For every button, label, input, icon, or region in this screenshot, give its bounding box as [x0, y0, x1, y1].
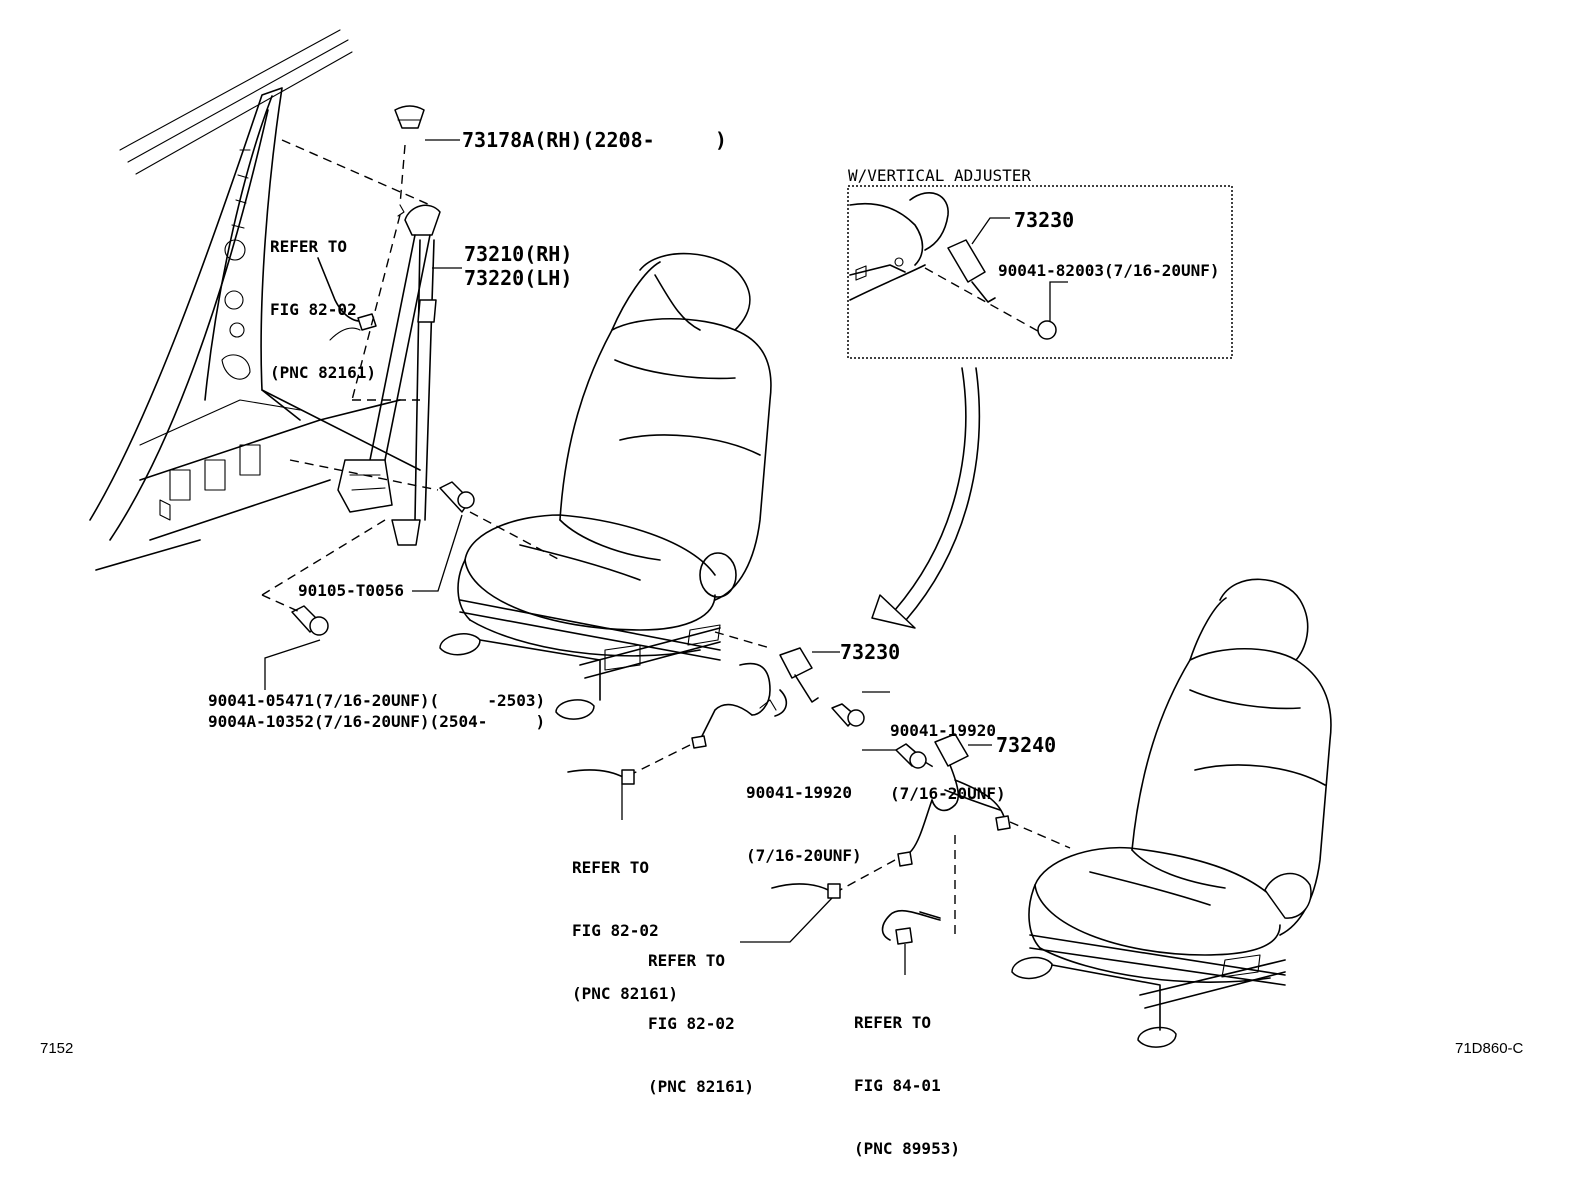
bolt-90041-19920-upper [831, 703, 865, 727]
label-90041-19920-upper-line1: 90041-19920 [890, 721, 996, 740]
label-73210: 73210(RH) [464, 242, 573, 266]
curved-arrow [871, 367, 981, 629]
label-73178a: 73178A(RH)(2208- ) [462, 128, 727, 152]
wire-connector-center [567, 769, 635, 820]
bolt-90041-19920-lower [895, 743, 927, 769]
label-90041-19920-lower-line2: (7/16-20UNF) [746, 846, 862, 865]
refer-to-b-line3: (PNC 82161) [572, 984, 678, 1003]
refer-to-b: REFER TO FIG 82-02 (PNC 82161) [572, 815, 678, 1025]
refer-to-d-line2: FIG 84-01 [854, 1076, 941, 1095]
inset-label-73230: 73230 [1014, 208, 1075, 232]
wire-connector-left [317, 257, 377, 341]
refer-to-d: REFER TO FIG 84-01 (PNC 89953) [854, 970, 960, 1180]
buckle-73240 [897, 733, 1011, 867]
footer-page-number: 7152 [40, 1040, 74, 1057]
parts-diagram [89, 29, 1332, 1048]
refer-to-c-line3: (PNC 82161) [648, 1077, 754, 1096]
label-73220: 73220(LH) [464, 266, 573, 290]
label-73230: 73230 [840, 640, 901, 664]
label-73240: 73240 [996, 733, 1057, 757]
body-pillar-panel [89, 29, 421, 571]
inset-title: W/VERTICAL ADJUSTER [848, 166, 1032, 185]
label-90105-t0056: 90105-T0056 [298, 581, 404, 600]
label-90041-05471: 90041-05471(7/16-20UNF)( -2503) [208, 691, 546, 710]
label-9004a-10352: 9004A-10352(7/16-20UNF)(2504- ) [208, 712, 546, 731]
refer-to-c: REFER TO FIG 82-02 (PNC 82161) [648, 908, 754, 1118]
refer-to-a-line1: REFER TO [270, 237, 348, 256]
wire-connector-lower [740, 883, 841, 943]
bolt-90105-t0056 [439, 481, 475, 513]
refer-to-c-line2: FIG 82-02 [648, 1014, 735, 1033]
label-90041-19920-upper: 90041-19920 (7/16-20UNF) [890, 678, 1006, 825]
sensor-connector [881, 910, 941, 975]
refer-to-c-line1: REFER TO [648, 951, 726, 970]
label-90041-19920-lower: 90041-19920 (7/16-20UNF) [746, 740, 862, 887]
refer-to-a: REFER TO FIG 82-02 (PNC 82161) [270, 194, 376, 404]
buckle-73230 [691, 647, 819, 749]
refer-to-d-line1: REFER TO [854, 1013, 932, 1032]
inset-vertical-adjuster [847, 185, 1233, 359]
label-90041-19920-upper-line2: (7/16-20UNF) [890, 784, 1006, 803]
inset-label-90041-82003: 90041-82003(7/16-20UNF) [998, 261, 1220, 280]
refer-to-b-line1: REFER TO [572, 858, 650, 877]
refer-to-a-line3: (PNC 82161) [270, 363, 376, 382]
front-seat-right [1011, 578, 1332, 1048]
refer-to-d-line3: (PNC 89953) [854, 1139, 960, 1158]
front-seat-center [439, 252, 772, 720]
footer-figure-code: 71D860-C [1455, 1040, 1524, 1057]
bolt-90041-05471 [291, 605, 329, 636]
seat-belt-assembly [337, 105, 441, 546]
label-90041-19920-lower-line1: 90041-19920 [746, 783, 852, 802]
refer-to-b-line2: FIG 82-02 [572, 921, 659, 940]
refer-to-a-line2: FIG 82-02 [270, 300, 357, 319]
